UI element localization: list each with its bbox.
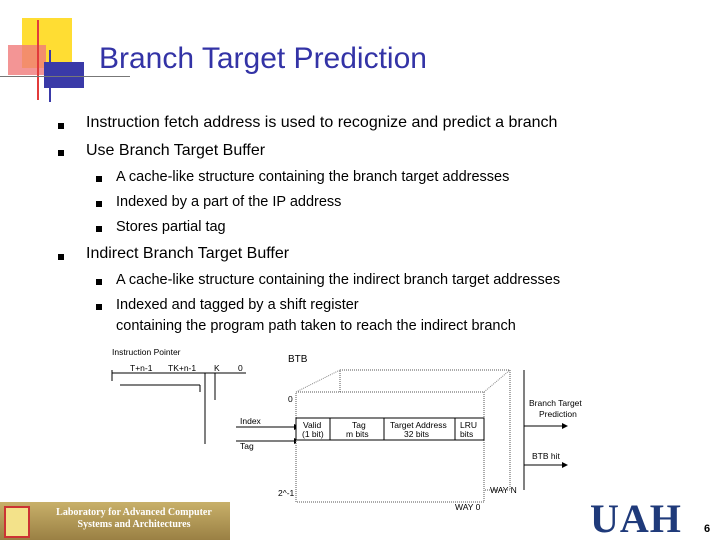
btp-label-line2: Prediction [539, 409, 577, 419]
way-link-1 [295, 369, 341, 393]
tag-col-sub: m bits [346, 429, 369, 439]
btp-label-line1: Branch Target [529, 398, 582, 408]
ip-field-high: T+n-1 [130, 363, 153, 373]
sub-bullet-marker [96, 226, 102, 232]
sub-bullet-marker [96, 176, 102, 182]
instruction-pointer-label: Instruction Pointer [112, 347, 181, 357]
logo-red-square [8, 45, 46, 75]
btp-arrow [562, 423, 568, 429]
btb-hit-arrow [562, 462, 568, 468]
sub-bullet-marker [96, 304, 102, 310]
bullet-text: Use Branch Target Buffer [86, 142, 266, 159]
lab-banner-line1: Laboratory for Advanced Computer [56, 507, 212, 518]
entry-row [295, 417, 485, 441]
sub-bullet-text: Indexed by a part of the IP address [116, 194, 342, 210]
bullet-marker [58, 150, 64, 156]
sub-bullet-text: Indexed and tagged by a shift register [116, 297, 359, 313]
bullet-marker [58, 123, 64, 129]
bullet-text: Indirect Branch Target Buffer [86, 245, 290, 262]
ip-field-k: K [214, 363, 220, 373]
uah-logo: UAH [590, 496, 682, 541]
btb-hit-label: BTB hit [532, 451, 561, 461]
sub-bullet-text-continued: containing the program path taken to rea… [116, 318, 516, 334]
logo-red-vline [37, 20, 39, 100]
tag-col-label: Tag [352, 420, 366, 430]
sub-bullet-marker [96, 201, 102, 207]
sub-bullet-text: Stores partial tag [116, 219, 226, 235]
page-number: 6 [704, 523, 711, 535]
sub-bullet-text: A cache-like structure containing the in… [116, 272, 561, 288]
lab-banner-text: Laboratory for Advanced Computer Systems… [44, 507, 224, 531]
btb-label: BTB [288, 354, 308, 365]
way-link-2 [483, 369, 511, 393]
lab-logo [4, 506, 30, 538]
valid-col-label: Valid [303, 420, 322, 430]
index-label: Index [240, 416, 262, 426]
bullet-text: Instruction fetch address is used to rec… [86, 114, 558, 131]
row-zero-label: 0 [288, 394, 293, 404]
rows-label: 2^-1 [278, 488, 295, 498]
corner-logo [0, 0, 130, 110]
valid-col-sub: (1 bit) [302, 429, 324, 439]
target-col-label: Target Address [390, 420, 447, 430]
lru-col-sub: bits [460, 429, 473, 439]
tag-label: Tag [240, 441, 254, 451]
btb-diagram: Instruction Pointer T+n-1 TK+n-1 K 0 Ind… [111, 347, 582, 510]
target-col-sub: 32 bits [404, 429, 429, 439]
lru-col-label: LRU [460, 420, 477, 430]
lab-banner [0, 502, 230, 540]
btb-way-front [295, 391, 485, 503]
ip-field-mid: TK+n-1 [168, 363, 196, 373]
bullet-marker [58, 254, 64, 260]
sub-bullet-text: A cache-like structure containing the br… [116, 169, 510, 185]
lab-banner-line2: Systems and Architectures [77, 519, 191, 530]
ip-field-zero: 0 [238, 363, 243, 373]
logo-hline [0, 76, 130, 77]
way-n-label: WAY N [490, 485, 517, 495]
way-0-label: WAY 0 [455, 502, 481, 510]
slide-title: Branch Target Prediction [99, 42, 427, 75]
sub-bullet-marker [96, 279, 102, 285]
